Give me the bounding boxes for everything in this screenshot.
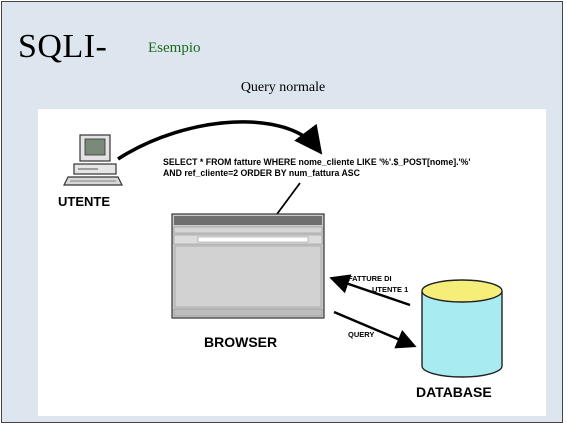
database-icon — [421, 279, 503, 378]
slide-title: SQLI- — [18, 28, 108, 65]
database-label: DATABASE — [416, 384, 492, 400]
results-label-line1: FATTURE DI — [348, 274, 392, 283]
user-to-query-arrow — [117, 120, 323, 161]
diagram-panel: UTENTE BROWSER FATTURE DI UTENTE 1 QUE — [38, 109, 546, 416]
slide-caption: Query normale — [240, 80, 326, 95]
user-label: UTENTE — [58, 194, 110, 209]
browser-label: BROWSER — [204, 334, 277, 350]
slide-subtitle: Esempio — [148, 40, 201, 56]
results-label-line2: UTENTE 1 — [372, 285, 408, 294]
sql-query: SELECT * FROM fatture WHERE nome_cliente… — [163, 157, 470, 179]
sql-query-line1: SELECT * FROM fatture WHERE nome_cliente… — [163, 157, 471, 168]
query-arrow — [333, 310, 417, 349]
computer-icon — [63, 134, 123, 186]
diagram-canvas: UTENTE BROWSER FATTURE DI UTENTE 1 QUE — [58, 120, 503, 400]
results-arrow — [329, 274, 411, 307]
browser-window-icon — [171, 213, 325, 319]
sql-query-line2: AND ref_cliente=2 ORDER BY num_fattura A… — [163, 168, 360, 179]
query-arrow-label: QUERY — [348, 330, 374, 339]
